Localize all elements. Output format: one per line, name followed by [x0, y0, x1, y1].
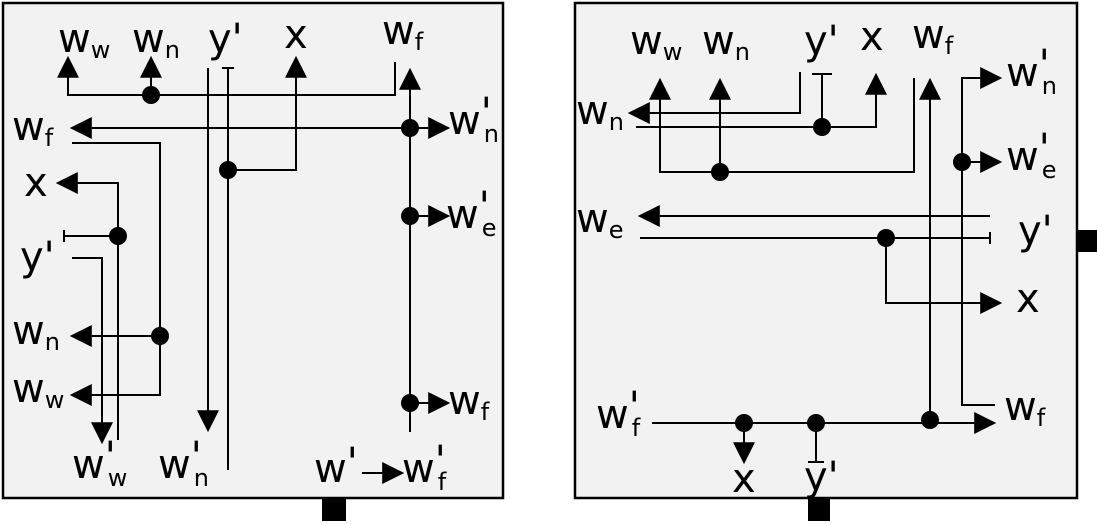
label: wn	[12, 308, 60, 356]
junction-dot	[877, 229, 895, 247]
label: we	[576, 196, 623, 244]
label: w'n	[448, 90, 499, 148]
wire	[630, 72, 801, 114]
junction-dot	[401, 207, 419, 225]
label: wf	[382, 8, 424, 56]
label: ww	[12, 366, 64, 414]
right-panel-port-bottom	[808, 499, 830, 521]
junction-dot	[953, 153, 971, 171]
label: y'	[208, 16, 243, 62]
wire	[55, 172, 119, 440]
label: ww	[58, 16, 110, 64]
junction-dot	[921, 411, 939, 429]
junction-dot	[807, 414, 825, 432]
wire	[885, 238, 1003, 314]
label: wf	[912, 12, 954, 60]
label: w'f	[596, 384, 641, 442]
label: x	[284, 12, 308, 58]
label: y'	[20, 234, 55, 280]
label: y'	[1018, 208, 1053, 254]
junction-dot	[711, 163, 729, 181]
right-panel-port-right	[1077, 230, 1097, 252]
label: x	[1016, 276, 1040, 322]
junction-dot	[151, 327, 169, 345]
label: wf	[1004, 384, 1046, 432]
label: w'e	[1006, 126, 1056, 184]
left-panel-frame	[1, 1, 505, 500]
label: y'	[804, 454, 839, 500]
wire	[227, 55, 307, 470]
label: wf	[12, 104, 54, 152]
right-panel: ww wn y' x wf wn we w'f w'n w'e y' x wf …	[573, 1, 1097, 521]
label: x	[732, 456, 756, 502]
junction-dot	[813, 118, 831, 136]
junction-dot	[142, 86, 160, 104]
right-panel-junctions	[711, 118, 971, 432]
wire	[649, 77, 915, 173]
junction-dot	[401, 394, 419, 412]
junction-dot	[109, 227, 127, 245]
junction-dot	[401, 119, 419, 137]
wire	[72, 257, 113, 445]
left-panel-wires	[55, 55, 451, 484]
left-panel: ww wn y' x wf wf x y' wn ww w'n w'e wf w…	[1, 1, 505, 521]
label: wn	[702, 18, 750, 66]
junction-dot	[219, 161, 237, 179]
label: y'	[804, 18, 839, 64]
label: w'n	[1006, 42, 1057, 100]
junction-dot	[735, 414, 753, 432]
wire	[636, 72, 887, 128]
label: w'	[314, 440, 358, 492]
left-panel-junctions	[109, 86, 419, 412]
left-panel-port	[322, 499, 346, 521]
label: w'n	[158, 434, 209, 492]
right-panel-labels: ww wn y' x wf wn we w'f w'n w'e y' x wf …	[576, 12, 1057, 502]
label: ww	[630, 18, 682, 66]
label: wn	[576, 88, 624, 136]
label: w'w	[72, 434, 127, 492]
wire	[69, 142, 161, 406]
wire	[57, 55, 396, 96]
label: wf	[448, 378, 490, 426]
label: x	[24, 160, 48, 206]
label: w'e	[446, 184, 496, 242]
label: wn	[132, 16, 180, 64]
wire	[961, 67, 1003, 406]
label: w'f	[402, 438, 447, 496]
label: x	[860, 14, 884, 60]
left-panel-labels: ww wn y' x wf wf x y' wn ww w'n w'e wf w…	[12, 8, 499, 496]
